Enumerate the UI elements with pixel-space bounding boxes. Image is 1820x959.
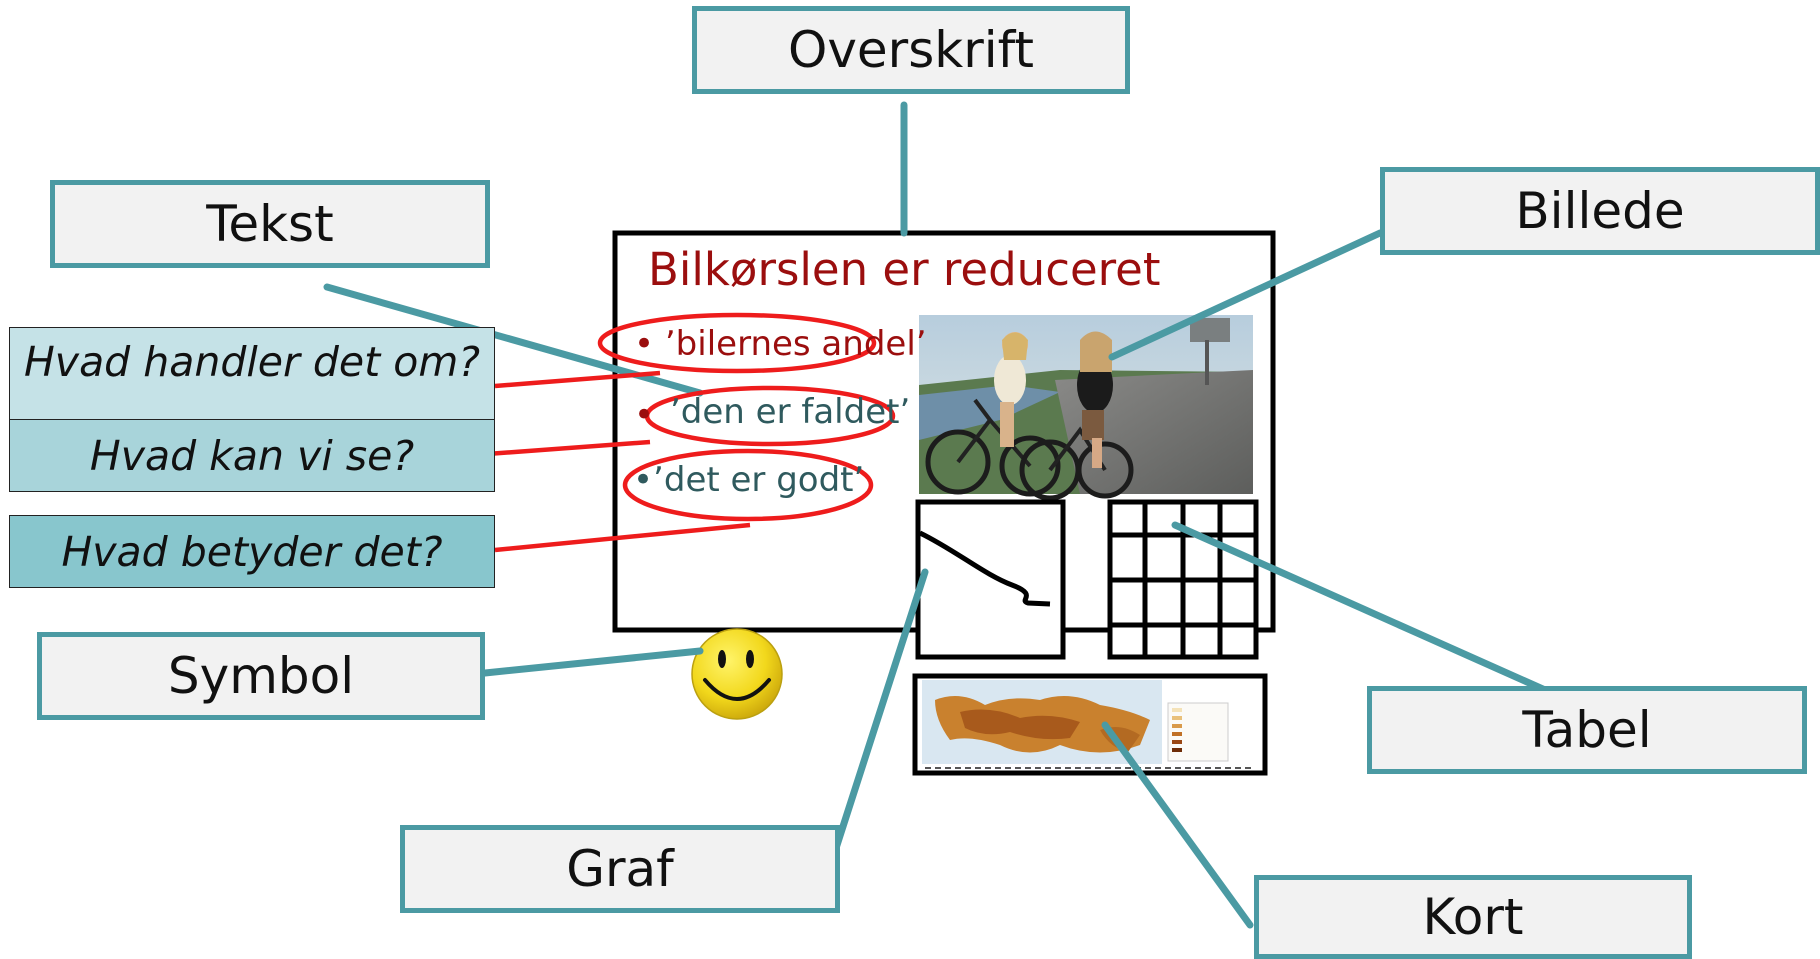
label-graf: Graf <box>400 825 840 913</box>
label-tabel-text: Tabel <box>1522 701 1652 759</box>
connector-symbol <box>481 647 704 677</box>
photo-thumbnail <box>919 315 1253 501</box>
label-overskrift-text: Overskrift <box>787 21 1035 79</box>
highlight-ellipse-1 <box>597 312 877 374</box>
highlight-ellipse-3 <box>622 448 874 522</box>
label-tekst: Tekst <box>50 180 490 268</box>
slide-bullet-1: • ’bilernes andel’ <box>634 324 927 364</box>
label-symbol-text: Symbol <box>167 647 355 705</box>
connector-billede <box>1108 229 1384 361</box>
label-billede: Billede <box>1380 167 1820 255</box>
label-tabel: Tabel <box>1367 686 1807 774</box>
label-kort-text: Kort <box>1422 888 1524 946</box>
map-thumbnail <box>912 673 1268 776</box>
label-graf-text: Graf <box>566 840 674 898</box>
question-what-about: Hvad handler det om? <box>9 327 495 421</box>
table-grid-icon <box>1107 499 1259 660</box>
question-what-means: Hvad betyder det? <box>9 515 495 588</box>
slide-bullet-2: ’den er faldet’ <box>670 392 911 432</box>
highlight-ellipse-2 <box>644 385 896 447</box>
label-overskrift: Overskrift <box>692 6 1130 94</box>
connector-lines <box>323 101 1549 929</box>
highlight-line-1 <box>494 370 661 389</box>
label-billede-text: Billede <box>1515 182 1685 240</box>
question-what-about-text: Hvad handler det om? <box>23 338 481 386</box>
highlight-line-3 <box>494 522 751 553</box>
connector-kort <box>1101 721 1254 929</box>
label-tekst-text: Tekst <box>206 195 334 253</box>
question-what-means-text: Hvad betyder det? <box>61 527 443 576</box>
connector-tabel <box>1171 521 1549 694</box>
slide-bullet-3: •’det er godt’ <box>633 460 865 500</box>
label-symbol: Symbol <box>37 632 485 720</box>
slide-bullet-2-marker: • <box>634 395 655 435</box>
smiley-icon <box>691 628 783 720</box>
question-what-see-text: Hvad kan vi se? <box>89 431 415 480</box>
connector-graf <box>824 568 929 877</box>
label-kort: Kort <box>1254 875 1692 959</box>
slide-title: Bilkørslen er reduceret <box>648 243 1161 296</box>
question-what-see: Hvad kan vi se? <box>9 419 495 492</box>
graph-icon <box>915 499 1066 660</box>
